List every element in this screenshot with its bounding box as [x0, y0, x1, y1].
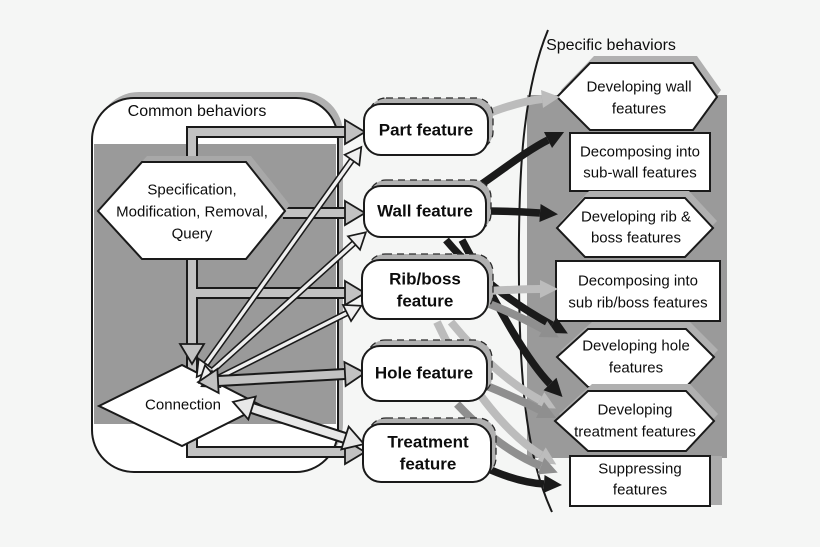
decomposing-into-sub-rib-boss-features-node [555, 260, 721, 322]
developing-treatment-label-line1: Developing [597, 401, 673, 419]
developing-treatment-label-line2: treatment features [574, 423, 696, 441]
connection-label: Connection [145, 396, 221, 414]
part-feature-node [363, 97, 494, 156]
treatment-feature-node [362, 417, 497, 483]
rib-boss-feature-node [361, 253, 494, 320]
suppressing-features-label-line1: Suppressing [598, 460, 682, 478]
decomposing-sub-rib-boss-label-line1: Decomposing into [577, 272, 699, 290]
wall-feature-label: Wall feature [377, 201, 473, 221]
two-way-connection-hole [196, 360, 367, 395]
arrow-ribboss-to-sub-ribboss-decomposition [486, 280, 558, 298]
decomposing-sub-rib-boss-label-line2: sub rib/boss features [568, 294, 708, 312]
developing-hole-label-line1: Developing hole [582, 337, 690, 355]
wall-feature-node [363, 179, 492, 238]
rib-boss-feature-label-line2: feature [396, 291, 454, 311]
hole-feature-node [361, 339, 493, 402]
suppressing-features-label-line2: features [612, 481, 668, 499]
arrow-hole-to-developing-treatment [485, 382, 557, 419]
developing-hole-label-line2: features [608, 359, 664, 377]
developing-rib-boss-label-line2: boss features [590, 229, 682, 247]
part-feature-label: Part feature [378, 120, 474, 140]
arrow-treatment-to-suppressing [482, 463, 562, 493]
specification-hexagon-line3: Query [171, 225, 213, 243]
common-behaviors-title: Common behaviors [127, 103, 267, 120]
arrow-wall-to-sub-wall-decomposition [476, 131, 565, 190]
developing-wall-features-label-line2: features [611, 100, 667, 118]
two-way-connection-treatment [231, 395, 366, 451]
developing-wall-features-node [555, 56, 721, 131]
specification-hexagon-line2: Modification, Removal, [116, 203, 268, 221]
arrow-hole-to-suppressing [454, 401, 558, 475]
arrow-wall-to-developing-rib-boss [485, 204, 558, 222]
developing-rib-boss-label-line1: Developing rib & [580, 208, 692, 226]
suppressing-features-node [569, 455, 711, 507]
decomposing-sub-wall-label-line2: sub-wall features [583, 164, 697, 182]
developing-wall-features-label-line1: Developing wall [586, 78, 692, 96]
specific-behaviors-title: Specific behaviors [546, 37, 676, 54]
hole-feature-label: Hole feature [374, 363, 474, 383]
arrow-ribboss-to-developing-treatment [447, 319, 556, 409]
developing-rib-boss-features-node [555, 191, 717, 258]
arrow-ribboss-to-developing-hole [485, 299, 559, 338]
developing-treatment-features-node [553, 384, 718, 452]
treatment-feature-label-line1: Treatment [387, 432, 469, 452]
specification-hexagon-line1: Specification, [147, 181, 237, 199]
rib-boss-feature-label-line1: Rib/boss [389, 269, 461, 289]
treatment-feature-label-line2: feature [399, 454, 457, 474]
specific-behaviors-divider-curve [517, 29, 553, 513]
developing-hole-features-node [555, 322, 718, 388]
decomposing-sub-wall-label-line1: Decomposing into [579, 143, 701, 161]
decomposing-into-sub-wall-features-node [569, 132, 711, 192]
specific-behaviors-panel-strip [710, 456, 722, 505]
